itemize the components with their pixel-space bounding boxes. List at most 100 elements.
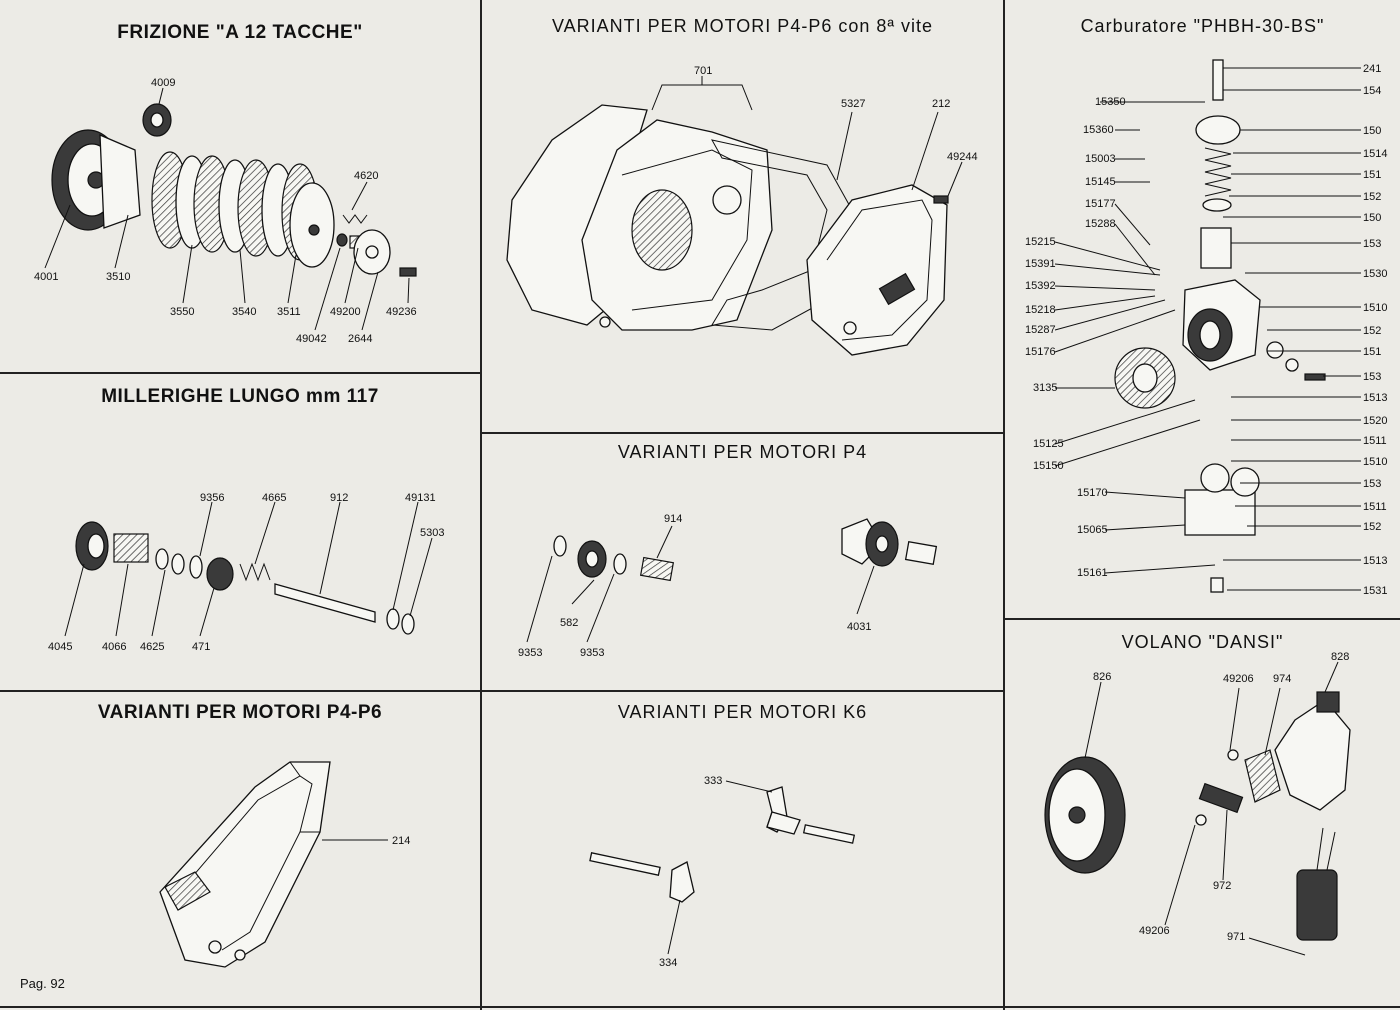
callout-9353-left: 9353 bbox=[518, 647, 542, 659]
panel-frizione: FRIZIONE "A 12 TACCHE" bbox=[0, 0, 480, 372]
panel-varianti-k6: VARIANTI PER MOTORI K6 333 334 bbox=[482, 692, 1003, 1006]
panel-title: MILLERIGHE LUNGO mm 117 bbox=[101, 386, 379, 407]
callout-4620: 4620 bbox=[354, 170, 378, 182]
callout-right-153: 153 bbox=[1363, 478, 1381, 490]
callout-4009: 4009 bbox=[151, 77, 175, 89]
flywheel-exploded-drawing: 828 826 49206 974 972 49206 971 bbox=[1044, 651, 1351, 956]
shift-forks-drawing: 333 334 bbox=[589, 775, 856, 969]
shaft-exploded-drawing: 9356 4665 912 49131 5303 4045 4066 4625 … bbox=[48, 492, 444, 653]
callout-left-15150: 15150 bbox=[1033, 460, 1064, 472]
callout-972: 972 bbox=[1213, 880, 1231, 892]
callout-left-15287: 15287 bbox=[1025, 324, 1056, 336]
divider-right-h1 bbox=[1005, 618, 1400, 620]
callout-9356: 9356 bbox=[200, 492, 224, 504]
panel-varianti-p4-p6-vite: VARIANTI PER MOTORI P4-P6 con 8ª vite bbox=[482, 0, 1003, 432]
callout-right-1514: 1514 bbox=[1363, 148, 1387, 160]
callout-582: 582 bbox=[560, 617, 578, 629]
divider-left-vertical bbox=[480, 0, 482, 1010]
callout-right-1530: 1530 bbox=[1363, 268, 1387, 280]
callout-49131: 49131 bbox=[405, 492, 436, 504]
divider-mid-h2 bbox=[482, 690, 1003, 692]
callout-left-15161: 15161 bbox=[1077, 567, 1108, 579]
callout-left-15170: 15170 bbox=[1077, 487, 1108, 499]
divider-mid-h1 bbox=[482, 432, 1003, 434]
crankcase-exploded-drawing: 701 5327 212 49244 bbox=[506, 65, 978, 356]
callout-4001: 4001 bbox=[34, 271, 58, 283]
callout-49206-top: 49206 bbox=[1223, 673, 1254, 685]
callout-right-154: 154 bbox=[1363, 85, 1381, 97]
callout-right-1513: 1513 bbox=[1363, 392, 1387, 404]
callout-9353-right: 9353 bbox=[580, 647, 604, 659]
callout-left-15350: 15350 bbox=[1095, 96, 1126, 108]
cover-214-drawing: 214 bbox=[159, 761, 410, 968]
callout-right-1511: 1511 bbox=[1363, 435, 1387, 447]
callout-5327: 5327 bbox=[841, 98, 865, 110]
callout-212: 212 bbox=[932, 98, 950, 110]
callout-49244: 49244 bbox=[947, 151, 978, 163]
callout-left-15360: 15360 bbox=[1083, 124, 1114, 136]
divider-left-h2 bbox=[0, 690, 480, 692]
panel-title: Carburatore "PHBH-30-BS" bbox=[1080, 16, 1325, 36]
divider-right-vertical bbox=[1003, 0, 1005, 1010]
callout-right-152: 152 bbox=[1363, 521, 1381, 533]
callout-4045: 4045 bbox=[48, 641, 72, 653]
page-bottom-rule bbox=[0, 1006, 1400, 1008]
callout-right-1520: 1520 bbox=[1363, 415, 1387, 427]
callout-49206-bottom: 49206 bbox=[1139, 925, 1170, 937]
callout-3510: 3510 bbox=[106, 271, 130, 283]
callout-333: 333 bbox=[704, 775, 722, 787]
callout-5303: 5303 bbox=[420, 527, 444, 539]
callout-right-150: 150 bbox=[1363, 212, 1381, 224]
callout-right-150: 150 bbox=[1363, 125, 1381, 137]
callout-left-15215: 15215 bbox=[1025, 236, 1056, 248]
callout-701: 701 bbox=[694, 65, 712, 77]
callout-right-1513: 1513 bbox=[1363, 555, 1387, 567]
callout-334: 334 bbox=[659, 957, 677, 969]
callout-left-15065: 15065 bbox=[1077, 524, 1108, 536]
callout-4625: 4625 bbox=[140, 641, 164, 653]
callout-left-15003: 15003 bbox=[1085, 153, 1116, 165]
callout-3511: 3511 bbox=[277, 306, 301, 318]
callout-4665: 4665 bbox=[262, 492, 286, 504]
callout-left-15392: 15392 bbox=[1025, 280, 1056, 292]
callout-right-1510: 1510 bbox=[1363, 456, 1387, 468]
callout-right-151: 151 bbox=[1363, 346, 1381, 358]
callout-471: 471 bbox=[192, 641, 210, 653]
callout-826: 826 bbox=[1093, 671, 1111, 683]
callout-3540: 3540 bbox=[232, 306, 256, 318]
panel-title: VARIANTI PER MOTORI P4 bbox=[617, 442, 868, 462]
panel-varianti-p4: VARIANTI PER MOTORI P4 914 582 9353 9353… bbox=[482, 434, 1003, 690]
callout-left-15145: 15145 bbox=[1085, 176, 1116, 188]
callout-974: 974 bbox=[1273, 673, 1291, 685]
callout-right-151: 151 bbox=[1363, 169, 1381, 181]
callout-left-15177: 15177 bbox=[1085, 198, 1116, 210]
panel-millerighe: MILLERIGHE LUNGO mm 117 9356 4665 912 bbox=[0, 374, 480, 690]
carburetor-exploded-drawing: 1535015360150031514515177152881521515391… bbox=[1025, 59, 1387, 597]
callout-right-153: 153 bbox=[1363, 238, 1381, 250]
callout-914: 914 bbox=[664, 513, 682, 525]
panel-title: FRIZIONE "A 12 TACCHE" bbox=[117, 22, 363, 43]
callout-right-1531: 1531 bbox=[1363, 585, 1387, 597]
callout-right-241: 241 bbox=[1363, 63, 1381, 75]
callout-right-1510: 1510 bbox=[1363, 302, 1387, 314]
callout-right-1511: 1511 bbox=[1363, 501, 1387, 513]
callout-912: 912 bbox=[330, 492, 348, 504]
callout-828: 828 bbox=[1331, 651, 1349, 663]
callout-right-152: 152 bbox=[1363, 325, 1381, 337]
callout-2644: 2644 bbox=[348, 333, 372, 345]
callout-971: 971 bbox=[1227, 931, 1245, 943]
panel-title: VARIANTI PER MOTORI P4-P6 bbox=[97, 702, 383, 723]
panel-title: VARIANTI PER MOTORI K6 bbox=[617, 702, 868, 722]
callout-49042: 49042 bbox=[296, 333, 327, 345]
panel-carburatore: Carburatore "PHBH-30-BS" bbox=[1005, 0, 1400, 618]
callout-4066: 4066 bbox=[102, 641, 126, 653]
panel-volano: VOLANO "DANSI" 828 826 49206 974 bbox=[1005, 620, 1400, 1006]
page-number: Pag. 92 bbox=[20, 976, 65, 991]
callout-214: 214 bbox=[392, 835, 410, 847]
panel-title: VARIANTI PER MOTORI P4-P6 con 8ª vite bbox=[551, 16, 934, 36]
panel-varianti-p4-p6-cover: VARIANTI PER MOTORI P4-P6 214 bbox=[0, 692, 480, 1006]
callout-right-153: 153 bbox=[1363, 371, 1381, 383]
callout-left-15218: 15218 bbox=[1025, 304, 1056, 316]
callout-right-152: 152 bbox=[1363, 191, 1381, 203]
